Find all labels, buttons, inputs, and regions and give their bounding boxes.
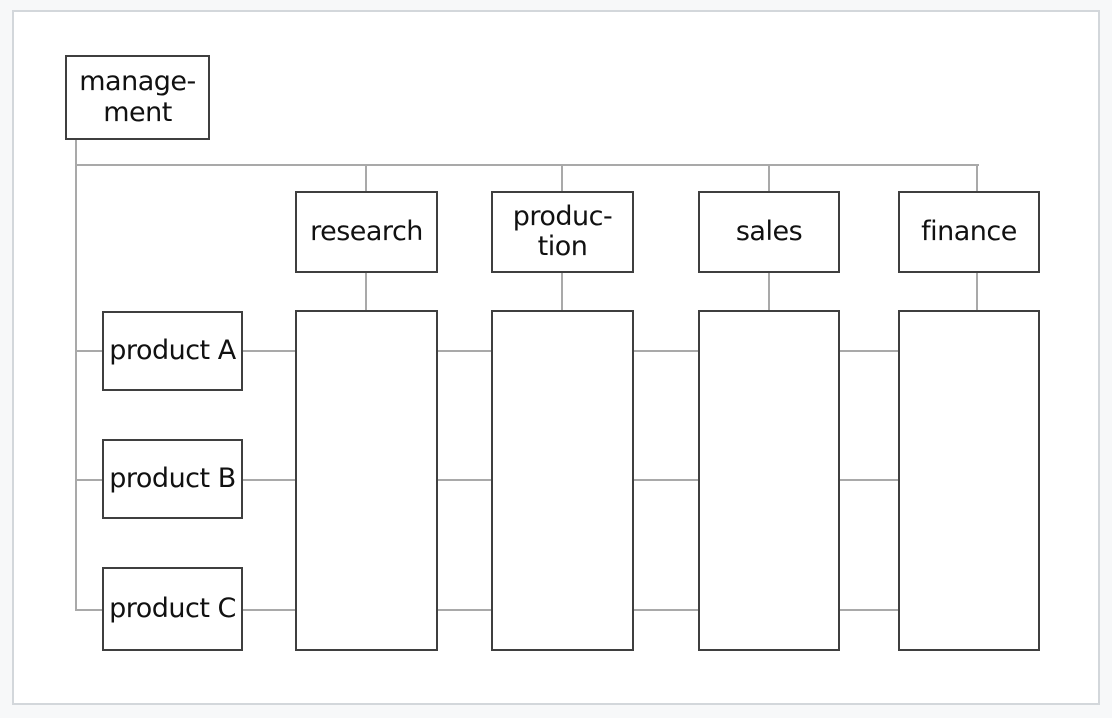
department-box-production: produc- tion <box>491 191 634 273</box>
department-column-research <box>295 310 438 651</box>
department-label: finance <box>921 215 1017 247</box>
connector-trunk-horizontal <box>75 164 979 166</box>
connector-left-trunk-vertical <box>75 164 77 611</box>
product-label: product C <box>109 592 236 624</box>
management-box: manage- ment <box>65 55 210 140</box>
product-box-a: product A <box>102 311 243 391</box>
department-label: sales <box>735 215 803 247</box>
product-label: product A <box>109 334 236 366</box>
department-box-research: research <box>295 191 438 273</box>
management-label: manage- ment <box>79 66 196 128</box>
department-box-finance: finance <box>898 191 1040 273</box>
department-box-sales: sales <box>698 191 840 273</box>
department-column-production <box>491 310 634 651</box>
product-box-c: product C <box>102 567 243 651</box>
product-box-b: product B <box>102 439 243 519</box>
department-column-finance <box>898 310 1040 651</box>
product-label: product B <box>109 462 236 494</box>
connector-management-stem <box>75 140 77 166</box>
department-label: produc- tion <box>512 200 613 262</box>
department-label: research <box>310 215 423 247</box>
department-column-sales <box>698 310 840 651</box>
